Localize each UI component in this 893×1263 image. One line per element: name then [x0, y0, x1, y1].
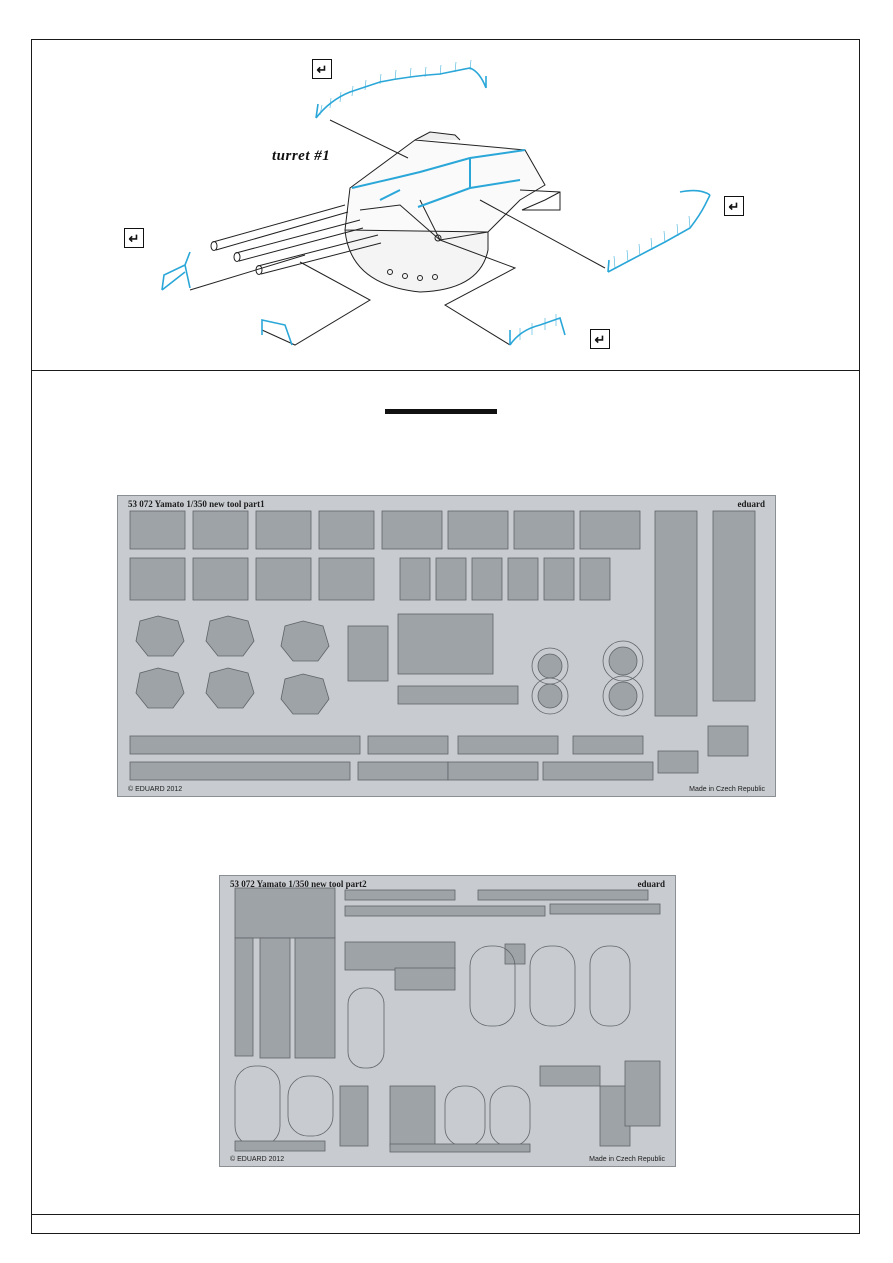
turret-assembly-diagram	[161, 59, 711, 346]
turret-label: turret #1	[272, 148, 331, 164]
page-frame	[31, 39, 860, 1234]
fret-brand-logo: eduard	[737, 499, 765, 509]
fret-part2: 53 072 Yamato 1/350 new tool part2 eduar…	[219, 875, 676, 1167]
fret-title: 53 072 Yamato 1/350 new tool part1	[128, 499, 265, 509]
fold-arrow-icon: ↵	[124, 228, 144, 248]
strip-part	[129, 735, 361, 755]
fret-origin: Made in Czech Republic	[589, 1156, 665, 1163]
fret-origin: Made in Czech Republic	[689, 786, 765, 793]
gun-barrel-3	[257, 234, 382, 275]
fold-arrow-icon: ↵	[724, 196, 744, 216]
long-ladder-part	[654, 510, 698, 717]
fold-arrow-icon: ↵	[312, 59, 332, 79]
part-group-row1	[129, 510, 641, 550]
fret-part1-parts	[129, 510, 756, 781]
deck-part	[234, 887, 336, 939]
fret-part1: 53 072 Yamato 1/350 new tool part1 eduar…	[117, 495, 776, 797]
fold-arrow-icon: ↵	[590, 329, 610, 349]
turret-roof	[344, 139, 546, 233]
section-divider	[31, 370, 860, 371]
section-title-bar	[385, 409, 497, 414]
turret-base	[344, 229, 489, 293]
hex-part	[135, 615, 185, 657]
fret-part2-parts	[234, 887, 661, 1153]
gun-barrel-1	[212, 204, 349, 251]
grating-part	[344, 941, 456, 971]
fret-title: 53 072 Yamato 1/350 new tool part2	[230, 879, 367, 889]
fret-copyright: © EDUARD 2012	[230, 1156, 285, 1163]
gun-barrel-2	[235, 219, 364, 262]
part-group-row2	[129, 557, 611, 601]
fret-copyright: © EDUARD 2012	[128, 786, 183, 793]
footer-divider	[31, 1214, 860, 1215]
fret-brand-logo: eduard	[637, 879, 665, 889]
